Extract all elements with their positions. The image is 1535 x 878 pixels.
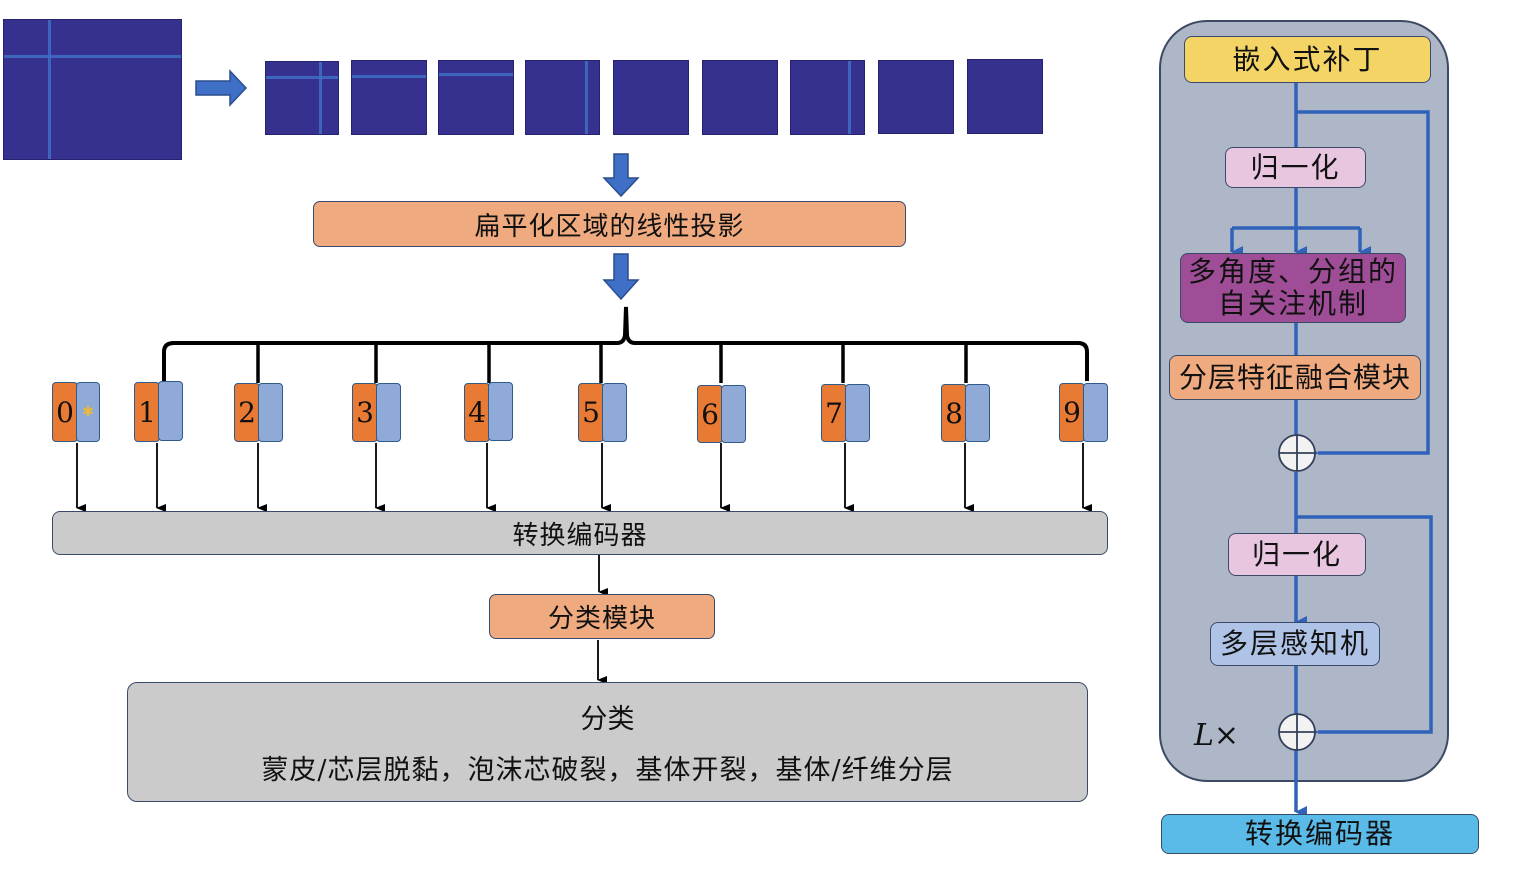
mlp-box: 多层感知机 xyxy=(1210,622,1380,666)
down-arrow-icon xyxy=(602,253,640,301)
position-embedding: 3 xyxy=(352,383,378,442)
position-embedding: 8 xyxy=(941,384,967,442)
input-image xyxy=(3,19,182,160)
down-arrow-icon xyxy=(602,153,640,198)
add-node-icon xyxy=(1278,434,1316,472)
feature-fusion-label: 分层特征融合模块 xyxy=(1178,360,1411,394)
embedded-patches-label: 嵌入式补丁 xyxy=(1232,42,1383,76)
patch-token xyxy=(845,384,870,442)
patch-4 xyxy=(525,60,600,135)
patch-token xyxy=(488,382,513,441)
linear-projection-box: 扁平化区域的线性投影 xyxy=(313,201,906,247)
norm-box-2: 归一化 xyxy=(1228,533,1366,576)
position-embedding: 2 xyxy=(234,383,260,442)
classification-output-box: 分类 蒙皮/芯层脱黏，泡沫芯破裂，基体开裂，基体/纤维分层 xyxy=(127,682,1088,802)
split-arrow-icon xyxy=(195,69,248,107)
norm-box-1: 归一化 xyxy=(1225,147,1366,188)
classification-module-label: 分类模块 xyxy=(547,604,656,634)
classification-output-classes: 蒙皮/芯层脱黏，泡沫芯破裂，基体开裂，基体/纤维分层 xyxy=(261,755,954,786)
patch-7 xyxy=(790,60,865,135)
patch-token xyxy=(158,381,183,441)
patch-token xyxy=(602,383,627,442)
patch-6 xyxy=(702,60,778,135)
transformer-encoder-label: 转换编码器 xyxy=(512,520,648,551)
transformer-encoder-output-box: 转换编码器 xyxy=(1161,814,1479,854)
patch-token xyxy=(376,383,401,442)
patch-token xyxy=(1083,383,1108,442)
attention-label-line1: 多角度、分组的 xyxy=(1187,255,1398,288)
classification-module-box: 分类模块 xyxy=(489,594,715,639)
brace xyxy=(162,306,1089,381)
transformer-encoder-box: 转换编码器 xyxy=(52,511,1108,555)
repeat-label: L× xyxy=(1194,718,1240,753)
patch-token xyxy=(721,385,746,443)
patch-token xyxy=(258,383,283,442)
patch-9 xyxy=(967,59,1043,134)
patch-token xyxy=(965,384,990,442)
embedded-patches-box: 嵌入式补丁 xyxy=(1184,36,1431,83)
patch-1 xyxy=(265,61,339,135)
patch-3 xyxy=(438,60,514,135)
patch-8 xyxy=(878,60,954,134)
patch-5 xyxy=(613,60,689,135)
add-node-icon xyxy=(1278,713,1316,751)
attention-label-line2: 自关注机制 xyxy=(1217,287,1368,320)
position-embedding: 9 xyxy=(1059,383,1085,442)
norm-label-2: 归一化 xyxy=(1251,537,1342,571)
classification-output-title: 分类 xyxy=(580,704,635,735)
transformer-encoder-output-label: 转换编码器 xyxy=(1244,817,1395,850)
attention-box: 多角度、分组的 自关注机制 xyxy=(1180,253,1406,323)
class-token: ✱ xyxy=(76,382,100,442)
position-embedding: 6 xyxy=(697,385,723,443)
position-embedding: 4 xyxy=(464,383,490,442)
feature-fusion-box: 分层特征融合模块 xyxy=(1169,355,1421,400)
position-embedding: 7 xyxy=(821,384,847,442)
star-icon: ✱ xyxy=(82,404,94,420)
linear-projection-label: 扁平化区域的线性投影 xyxy=(474,211,745,242)
mlp-label: 多层感知机 xyxy=(1219,627,1370,660)
patch-2 xyxy=(351,60,427,135)
norm-label-1: 归一化 xyxy=(1250,150,1341,184)
